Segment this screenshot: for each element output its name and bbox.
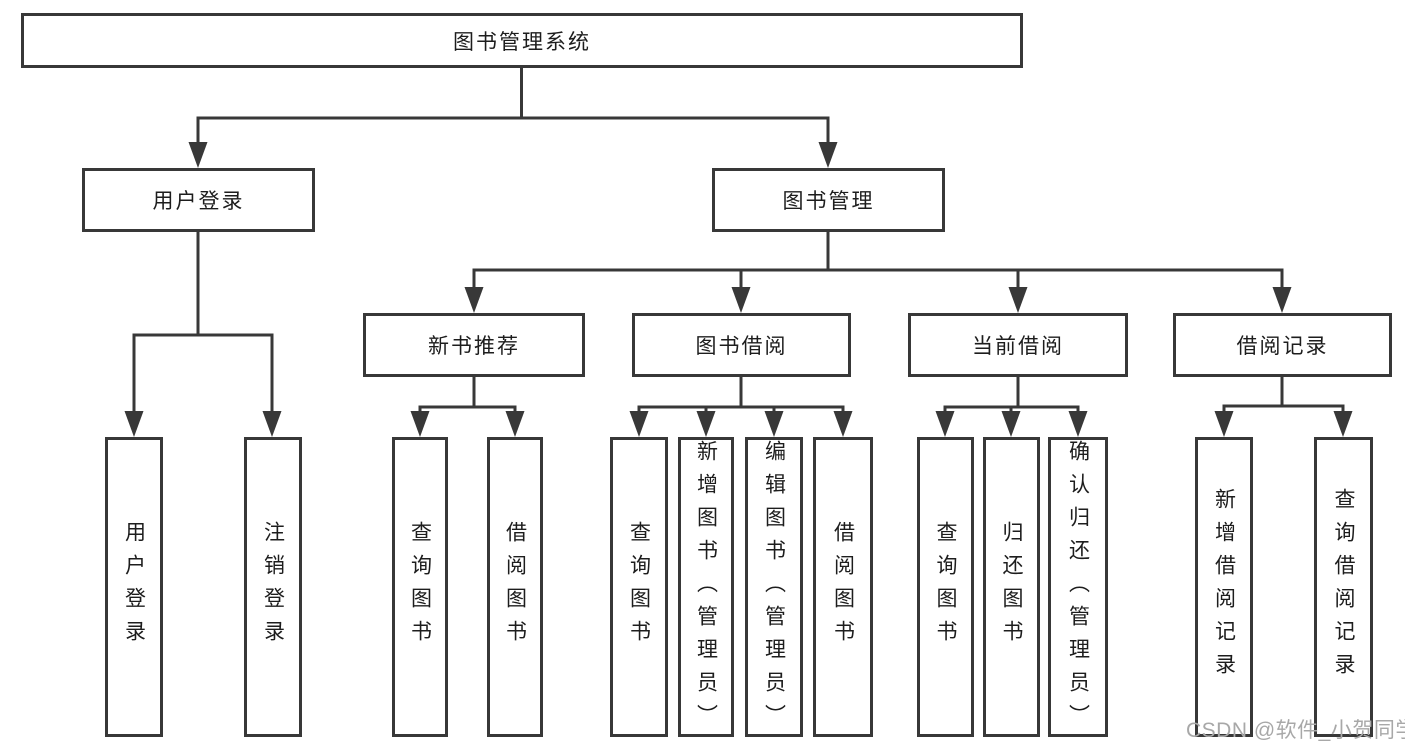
arrow-down-icon	[410, 411, 430, 437]
arrow-down-icon	[1333, 411, 1353, 437]
leaf-label: 借阅图书	[831, 521, 855, 653]
arrow-down-icon	[505, 411, 525, 437]
leaf-label: 编辑图书（管理员）	[762, 440, 786, 737]
node-leaf-bb-edit-books-admin: 编辑图书（管理员）	[745, 437, 803, 737]
node-leaf-user-login: 用户登录	[105, 437, 163, 737]
node-current-borrowing: 当前借阅	[908, 313, 1128, 377]
node-book-borrowing: 图书借阅	[632, 313, 851, 377]
node-leaf-cb-confirm-return-admin: 确认归还（管理员）	[1048, 437, 1108, 737]
node-borrowing-records: 借阅记录	[1173, 313, 1392, 377]
node-leaf-br-query-record: 查询借阅记录	[1314, 437, 1373, 737]
node-user-login-branch: 用户登录	[82, 168, 315, 232]
connector-root-to-branches	[188, 66, 838, 168]
arrow-down-icon	[464, 287, 484, 313]
arrow-down-icon	[764, 411, 784, 437]
node-leaf-bb-add-books-admin: 新增图书（管理员）	[678, 437, 734, 737]
connector-book-management-to-sections	[464, 230, 1292, 313]
leaf-label: 用户登录	[122, 521, 146, 653]
leaf-label: 新增图书（管理员）	[694, 440, 718, 737]
node-leaf-cb-return-books: 归还图书	[983, 437, 1040, 737]
leaf-label: 归还图书	[1000, 521, 1023, 653]
arrow-down-icon	[935, 411, 955, 437]
node-leaf-bb-borrow-books: 借阅图书	[813, 437, 873, 737]
arrow-down-icon	[818, 142, 838, 168]
arrow-down-icon	[124, 411, 144, 437]
leaf-label: 查询图书	[408, 521, 432, 653]
leaf-label: 确认归还（管理员）	[1066, 440, 1090, 737]
leaf-label: 注销登录	[261, 521, 285, 653]
node-leaf-logout: 注销登录	[244, 437, 302, 737]
node-book-management: 图书管理	[712, 168, 945, 232]
arrow-down-icon	[262, 411, 282, 437]
arrow-down-icon	[1272, 287, 1292, 313]
leaf-label: 查询图书	[934, 521, 957, 653]
connector-user-login-to-children	[124, 230, 282, 437]
leaf-label: 借阅图书	[503, 521, 527, 653]
arrow-down-icon	[629, 411, 649, 437]
connector-current-borrowing-to-children	[935, 375, 1088, 437]
node-new-book-recommend: 新书推荐	[363, 313, 585, 377]
connector-borrowing-records-to-children	[1214, 375, 1353, 437]
arrow-down-icon	[731, 287, 751, 313]
node-leaf-cb-query-books: 查询图书	[917, 437, 974, 737]
node-leaf-br-add-record: 新增借阅记录	[1195, 437, 1253, 737]
leaf-label: 新增借阅记录	[1212, 488, 1236, 686]
arrow-down-icon	[1008, 287, 1028, 313]
node-leaf-nb-borrow-books: 借阅图书	[487, 437, 543, 737]
arrow-down-icon	[1001, 411, 1021, 437]
arrow-down-icon	[833, 411, 853, 437]
connector-new-book-recommend-to-children	[410, 375, 525, 437]
node-root: 图书管理系统	[21, 13, 1023, 68]
watermark: CSDN @软件_小贺同学	[1186, 719, 1405, 742]
arrow-down-icon	[1068, 411, 1088, 437]
arrow-down-icon	[696, 411, 716, 437]
arrow-down-icon	[188, 142, 208, 168]
leaf-label: 查询图书	[627, 521, 651, 653]
node-leaf-nb-query-books: 查询图书	[392, 437, 448, 737]
leaf-label: 查询借阅记录	[1332, 488, 1355, 686]
connector-book-borrowing-to-children	[629, 375, 853, 437]
node-leaf-bb-query-books: 查询图书	[610, 437, 668, 737]
arrow-down-icon	[1214, 411, 1234, 437]
